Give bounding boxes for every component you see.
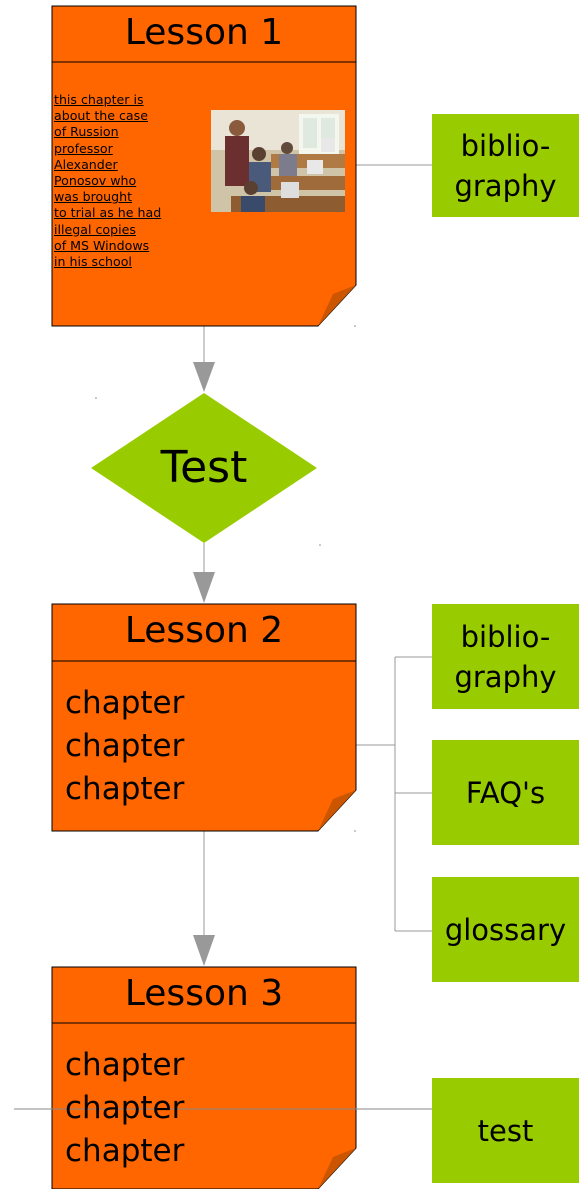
bibliography-label-1: biblio- graphy <box>432 114 579 217</box>
bibliography-label-line: biblio- <box>460 619 551 654</box>
chapter-item: chapter <box>65 1047 185 1083</box>
chapter-item: chapter <box>65 1133 185 1169</box>
summary-line[interactable]: about the case <box>54 108 148 124</box>
chapter-item: chapter <box>65 685 185 721</box>
summary-line[interactable]: professor <box>54 140 113 156</box>
test-diamond-label: Test <box>160 442 248 493</box>
summary-line[interactable]: this chapter is <box>54 92 144 107</box>
chapter-item: chapter <box>65 771 185 807</box>
faq-label: FAQ's <box>465 775 546 810</box>
summary-line[interactable]: Alexander <box>54 156 118 172</box>
summary-line[interactable]: was brought <box>54 189 133 205</box>
glossary-label: glossary <box>444 912 567 947</box>
lesson3-title: Lesson 3 <box>124 973 284 1014</box>
lesson3-page-fold <box>318 1148 356 1189</box>
test-box-label: test <box>477 1113 534 1148</box>
faq-box[interactable] <box>432 740 579 845</box>
bibliography-label-line: graphy <box>454 168 557 203</box>
lesson2-chapters: chapter chapter chapter <box>65 682 184 811</box>
stray-dot-3 <box>354 325 356 327</box>
arrow-head-lesson2-lesson3 <box>193 935 215 966</box>
lesson1-title: Lesson 1 <box>124 12 284 53</box>
summary-line[interactable]: to trial as he had <box>54 205 162 221</box>
glossary-box[interactable] <box>432 877 579 982</box>
summary-line[interactable]: Ponosov who <box>54 173 137 189</box>
summary-line[interactable]: of Russion <box>54 124 119 140</box>
bibliography-label-line: biblio- <box>460 128 551 163</box>
summary-line[interactable]: of MS Windows <box>54 237 150 253</box>
bibliography-label-2: biblio- graphy <box>432 604 579 709</box>
stray-dot-2 <box>319 544 321 546</box>
summary-line[interactable]: in his school <box>54 254 132 270</box>
lesson3-chapters: chapter chapter chapter <box>65 1044 184 1173</box>
test-diamond[interactable] <box>91 393 317 543</box>
lesson2-title: Lesson 2 <box>124 610 284 651</box>
lesson1-summary[interactable]: this chapter is about the case of Russio… <box>54 92 194 270</box>
bibliography-box-2[interactable] <box>432 604 579 709</box>
arrow-head-lesson1-test <box>193 362 215 392</box>
bibliography-label-line: graphy <box>454 659 557 694</box>
lesson3-box[interactable] <box>51 966 357 1189</box>
arrow-head-test-lesson2 <box>193 572 215 603</box>
classroom-photo <box>211 110 345 212</box>
summary-line[interactable]: illegal copies <box>54 221 136 237</box>
lesson1-page-fold <box>318 285 356 326</box>
chapter-item: chapter <box>65 728 185 764</box>
stray-dot-1 <box>95 397 97 399</box>
lesson2-box[interactable] <box>51 603 357 832</box>
stray-dot-4 <box>354 830 356 832</box>
chapter-item: chapter <box>65 1090 185 1126</box>
lesson2-page-fold <box>318 790 356 831</box>
lesson1-box[interactable] <box>51 5 357 327</box>
bibliography-box-1[interactable] <box>432 114 579 217</box>
test-box[interactable] <box>432 1078 579 1183</box>
